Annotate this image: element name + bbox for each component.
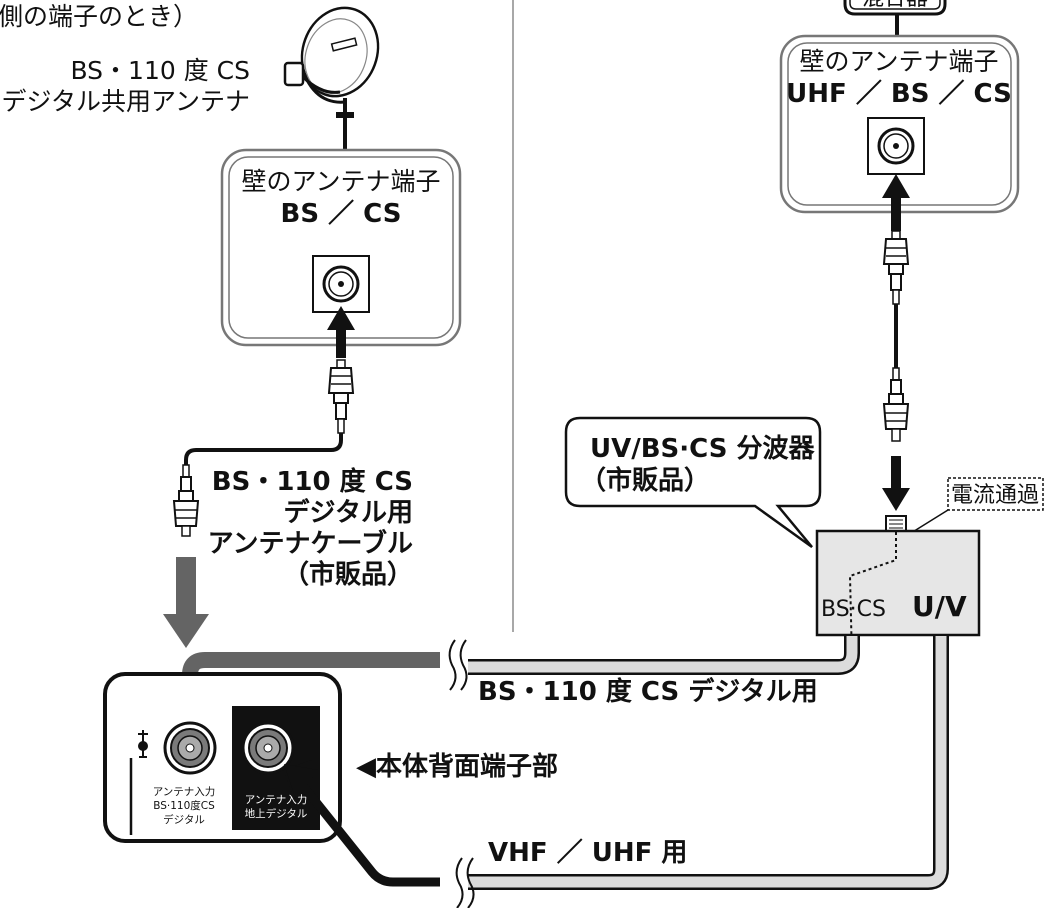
antenna-label-line1: BS・110 度 CS: [70, 56, 250, 85]
cable-label-line2: デジタル用: [284, 497, 413, 528]
cable-label-line1: BS・110 度 CS: [212, 466, 413, 497]
coax-port-bs-icon: [163, 721, 217, 775]
coax-socket-icon: [877, 127, 915, 165]
port1-label-line3: デジタル: [163, 813, 205, 826]
antenna-cable-bs: [184, 433, 343, 465]
cable-label-line3: アンテナケーブル: [208, 528, 413, 559]
cable-break-icon: [455, 857, 475, 908]
f-connector-icon: [172, 464, 200, 537]
f-connector-icon: [882, 367, 910, 442]
uv-bscs-splitter: BS·CS U/V: [815, 515, 981, 661]
f-connector-icon: [327, 359, 355, 434]
rear-panel: アンテナ入力 BS·110度CS デジタル アンテナ入力 地上デジタル: [103, 672, 342, 843]
wall-terminal-bs-cs: 壁のアンテナ端子 BS ／ CS: [220, 148, 462, 347]
port2-label-line2: 地上デジタル: [245, 807, 308, 820]
mixer-box: 混合器: [843, 0, 947, 16]
arrow-down-icon: [882, 456, 910, 511]
port1-label-line2: BS·110度CS: [153, 799, 215, 812]
current-pass-label: 電流通過: [902, 477, 1044, 539]
mixer-label: 混合器: [862, 0, 928, 11]
dc-power-icon: [138, 730, 148, 758]
arrow-up-icon: [882, 174, 910, 231]
arrow-up-icon: [327, 306, 355, 358]
splitter-port-bscs: BS·CS: [821, 597, 886, 622]
splitter-callout-line2: （市販品）: [580, 465, 710, 496]
splitter-callout-line1: UV/BS·CS 分波器: [590, 434, 815, 464]
antenna-label-line2: デジタル共用アンテナ: [1, 87, 250, 116]
cable-label-line4: （市販品）: [283, 559, 413, 590]
splitter-callout: UV/BS·CS 分波器 （市販品）: [564, 416, 822, 549]
cable-break-icon: [448, 639, 468, 691]
vu-cable: [296, 779, 440, 887]
splitter-port-uv: U/V: [912, 590, 967, 623]
f-connector-icon: [882, 230, 910, 305]
bs-cable-label: BS・110 度 CS デジタル用: [478, 676, 818, 707]
wall-terminal-type: BS ／ CS: [281, 199, 402, 229]
vu-cable-label: VHF ／ UHF 用: [488, 838, 687, 868]
coax-socket-icon: [322, 265, 360, 303]
arrow-down-icon: [163, 557, 209, 648]
coax-port-terrestrial-icon: [241, 721, 295, 775]
wall-terminal-uhf-bs-cs: 壁のアンテナ端子 UHF ／ BS ／ CS: [779, 34, 1020, 214]
wall-terminal-title: 壁のアンテナ端子: [799, 47, 998, 76]
header-fragment: 側の端子のとき）: [0, 2, 198, 31]
wall-terminal-type: UHF ／ BS ／ CS: [786, 79, 1012, 109]
port2-label-line1: アンテナ入力: [245, 793, 308, 806]
port1-label-line1: アンテナ入力: [153, 785, 216, 798]
rear-panel-pointer: ◀本体背面端子部: [356, 752, 558, 782]
satellite-dish-icon: [283, 6, 380, 150]
svg-text:電流通過: 電流通過: [951, 483, 1039, 508]
wall-terminal-title: 壁のアンテナ端子: [241, 167, 440, 196]
